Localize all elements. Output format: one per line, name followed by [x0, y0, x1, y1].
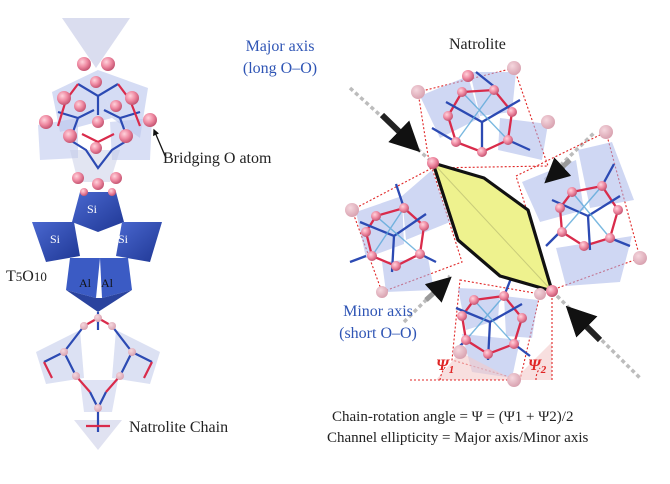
natrolite-title: Natrolite [449, 36, 506, 53]
formula-o: O [22, 268, 34, 285]
equation-ellipticity: Channel ellipticity = Major axis/Minor a… [327, 430, 589, 446]
minor-axis-line [402, 274, 452, 324]
framework-light-bonds [371, 89, 611, 345]
si-tetrahedron-top [72, 192, 124, 232]
minor-axis-label: Minor axis (short O–O) [326, 303, 430, 343]
framework-tetrahedra [356, 72, 634, 378]
al-right-label: Al [101, 276, 113, 290]
formula-o-sub: 10 [33, 269, 47, 284]
bridging-arrow [153, 128, 167, 159]
al-tetrahedron-right [100, 258, 132, 298]
psi1-label: Ψ1 [436, 357, 454, 379]
minor-axis-line [543, 130, 597, 182]
atom [80, 188, 88, 196]
upper-oxygen-atoms [39, 57, 157, 190]
psi2-sub: 2 [540, 364, 547, 376]
formula-t-sub: 5 [15, 269, 23, 284]
al-tetrahedron-shade [66, 290, 132, 312]
formula-t: T [6, 268, 16, 285]
natrolite-chain [32, 18, 167, 450]
psi-guides [410, 290, 553, 382]
major-axis-arrow-top [379, 112, 421, 153]
t5o10-formula: T5O10 [6, 268, 47, 286]
framework-blue-bonds [349, 71, 631, 361]
si-tetrahedron-left [32, 222, 80, 262]
al-left-label: Al [79, 276, 91, 290]
si-left-label: Si [50, 232, 61, 246]
lower-ring-tetrahedron [74, 420, 122, 450]
al-tetrahedron-left [66, 258, 100, 298]
framework-oxygen-atoms [345, 61, 647, 387]
psi2-symbol: Ψ [528, 357, 541, 374]
chain-top-tetrahedron [62, 18, 130, 68]
lower-oxygen-atoms [60, 314, 136, 412]
minor-axis-arrow-bottom [424, 276, 452, 303]
bridging-atom-label: Bridging O atom [163, 150, 272, 167]
psi2-label: Ψ2 [528, 357, 546, 379]
minor-axis-line2: (short O–O) [339, 325, 417, 342]
upper-ring-red-bonds [56, 83, 142, 144]
si-right-label: Si [118, 232, 129, 246]
natrolite-framework [345, 61, 647, 387]
si-top-label: Si [87, 202, 98, 216]
natrolite-chain-label: Natrolite Chain [129, 419, 229, 436]
minor-axis-line1: Minor axis [343, 303, 413, 320]
major-axis-label: Major axis (long O–O) [228, 38, 332, 78]
equation-rotation-angle: Chain-rotation angle = Ψ = (Ψ1 + Ψ2)/2 [332, 409, 574, 425]
upper-ring-bonds [57, 83, 141, 170]
psi2-wedge [514, 342, 552, 380]
psi1-wedge [436, 352, 514, 380]
psi1-sub: 1 [448, 364, 455, 376]
major-axis-line2: (long O–O) [242, 60, 318, 77]
si-tetrahedron-right [116, 222, 162, 262]
channel-diagonal [432, 162, 553, 292]
major-axis-arrow-bottom [565, 305, 603, 343]
upper-ring-tetrahedron [70, 150, 120, 182]
minor-axis-arrow-top [544, 157, 572, 184]
major-axis-line1: Major axis [245, 38, 315, 55]
atom [108, 188, 116, 196]
psi1-symbol: Ψ [436, 357, 449, 374]
